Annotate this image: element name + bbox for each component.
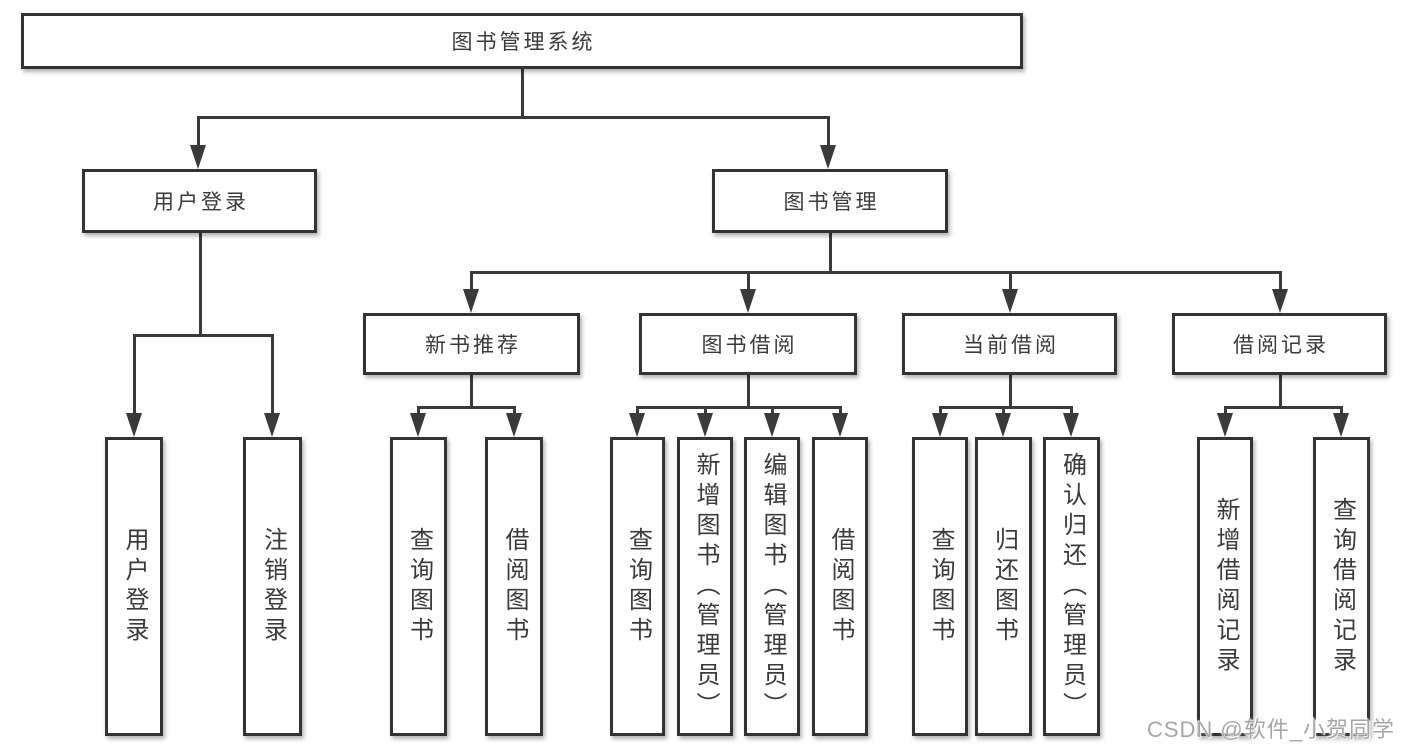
new-book-recommend-box: 新书推荐 [363, 313, 580, 375]
arrowhead-down-icon [463, 289, 479, 313]
arrowhead-down-icon [506, 413, 522, 437]
borrow-book-leaf-box-1: 借阅图书 [485, 437, 543, 736]
connector-drop [1001, 407, 1005, 415]
connector-drop [1278, 272, 1282, 291]
watermark-text: CSDN @软件_小贺同学 [1146, 717, 1395, 742]
query-book-leaf-box-3: 查询图书 [912, 437, 968, 736]
borrow-book-leaf-box-2: 借阅图书 [812, 437, 868, 736]
connector-drop [838, 407, 842, 415]
edit-book-admin-leaf-box: 编辑图书（管理员） [744, 437, 800, 736]
connector-drop [1008, 272, 1012, 291]
arrowhead-down-icon [740, 289, 756, 313]
user-login-box-label: 用户登录 [153, 191, 249, 214]
connector-stem [469, 375, 473, 409]
query-borrow-record-leaf-box: 查询借阅记录 [1313, 437, 1370, 736]
return-book-leaf-box: 归还图书 [975, 437, 1032, 736]
arrowhead-down-icon [1272, 289, 1288, 313]
arrowhead-down-icon [629, 413, 645, 437]
arrowhead-down-icon [1002, 289, 1018, 313]
system-root-box-label: 图书管理系统 [451, 31, 596, 54]
system-root-box: 图书管理系统 [21, 13, 1023, 69]
connector-bar [416, 405, 516, 409]
arrowhead-down-icon [1217, 413, 1233, 437]
connector-bar [1223, 405, 1343, 409]
connector-bar [132, 333, 274, 337]
connector-bar [938, 405, 1073, 409]
connector-drop [196, 117, 200, 147]
connector-bar [635, 405, 842, 409]
arrowhead-down-icon [764, 413, 780, 437]
connector-stem [520, 69, 524, 119]
connector-stem [1278, 375, 1282, 409]
query-book-leaf-box-1: 查询图书 [390, 437, 447, 736]
connector-drop [826, 117, 830, 147]
arrowhead-down-icon [126, 413, 142, 437]
arrowhead-down-icon [190, 145, 206, 169]
query-book-leaf-box-1-label: 查询图书 [405, 526, 433, 647]
connector-drop [1339, 407, 1343, 415]
connector-drop [746, 272, 750, 291]
arrowhead-down-icon [410, 413, 426, 437]
confirm-return-admin-leaf-box-label: 确认归还（管理员） [1058, 451, 1086, 722]
user-login-leaf-box-label: 用户登录 [121, 526, 148, 647]
connector-stem [746, 375, 750, 409]
book-management-box: 图书管理 [712, 169, 948, 233]
connector-drop [703, 407, 707, 415]
book-borrow-box: 图书借阅 [639, 313, 857, 375]
query-book-leaf-box-2-label: 查询图书 [624, 526, 652, 647]
connector-drop [635, 407, 639, 415]
add-book-admin-leaf-box: 新增图书（管理员） [677, 437, 733, 736]
connector-bar [196, 115, 830, 119]
arrowhead-down-icon [832, 413, 848, 437]
connector-drop [770, 407, 774, 415]
query-book-leaf-box-2: 查询图书 [610, 437, 665, 736]
query-book-leaf-box-3-label: 查询图书 [927, 526, 954, 647]
user-login-leaf-box: 用户登录 [105, 437, 163, 736]
new-book-recommend-box-label: 新书推荐 [425, 334, 521, 357]
connector-drop [1069, 407, 1073, 415]
logout-leaf-box: 注销登录 [243, 437, 302, 736]
current-borrow-box: 当前借阅 [902, 313, 1117, 375]
edit-book-admin-leaf-box-label: 编辑图书（管理员） [759, 451, 786, 722]
borrow-record-box: 借阅记录 [1172, 313, 1387, 375]
book-management-box-label: 图书管理 [783, 191, 880, 214]
connector-drop [270, 335, 274, 415]
connector-stem [1008, 375, 1012, 409]
arrowhead-down-icon [697, 413, 713, 437]
book-borrow-box-label: 图书借阅 [701, 334, 798, 357]
arrowhead-down-icon [932, 413, 948, 437]
user-login-box: 用户登录 [82, 169, 317, 233]
connector-drop [132, 335, 136, 415]
connector-drop [1223, 407, 1227, 415]
borrow-book-leaf-box-1-label: 借阅图书 [501, 526, 528, 647]
arrowhead-down-icon [820, 145, 836, 169]
connector-drop [512, 407, 516, 415]
connector-drop [416, 407, 420, 415]
logout-leaf-box-label: 注销登录 [259, 526, 287, 647]
arrowhead-down-icon [1063, 413, 1079, 437]
add-borrow-record-leaf-box: 新增借阅记录 [1197, 437, 1253, 736]
connector-stem [198, 233, 202, 337]
current-borrow-box-label: 当前借阅 [963, 334, 1059, 357]
arrowhead-down-icon [264, 413, 280, 437]
return-book-leaf-box-label: 归还图书 [990, 526, 1018, 647]
borrow-book-leaf-box-2-label: 借阅图书 [827, 526, 854, 647]
arrowhead-down-icon [995, 413, 1011, 437]
connector-stem [828, 233, 832, 274]
connector-drop [469, 272, 473, 291]
add-book-admin-leaf-box-label: 新增图书（管理员） [692, 451, 719, 722]
arrowhead-down-icon [1333, 413, 1349, 437]
confirm-return-admin-leaf-box: 确认归还（管理员） [1043, 437, 1100, 736]
connector-bar [469, 270, 1282, 274]
query-borrow-record-leaf-box-label: 查询借阅记录 [1328, 496, 1356, 677]
add-borrow-record-leaf-box-label: 新增借阅记录 [1212, 496, 1239, 677]
borrow-record-box-label: 借阅记录 [1233, 334, 1329, 357]
connector-drop [938, 407, 942, 415]
